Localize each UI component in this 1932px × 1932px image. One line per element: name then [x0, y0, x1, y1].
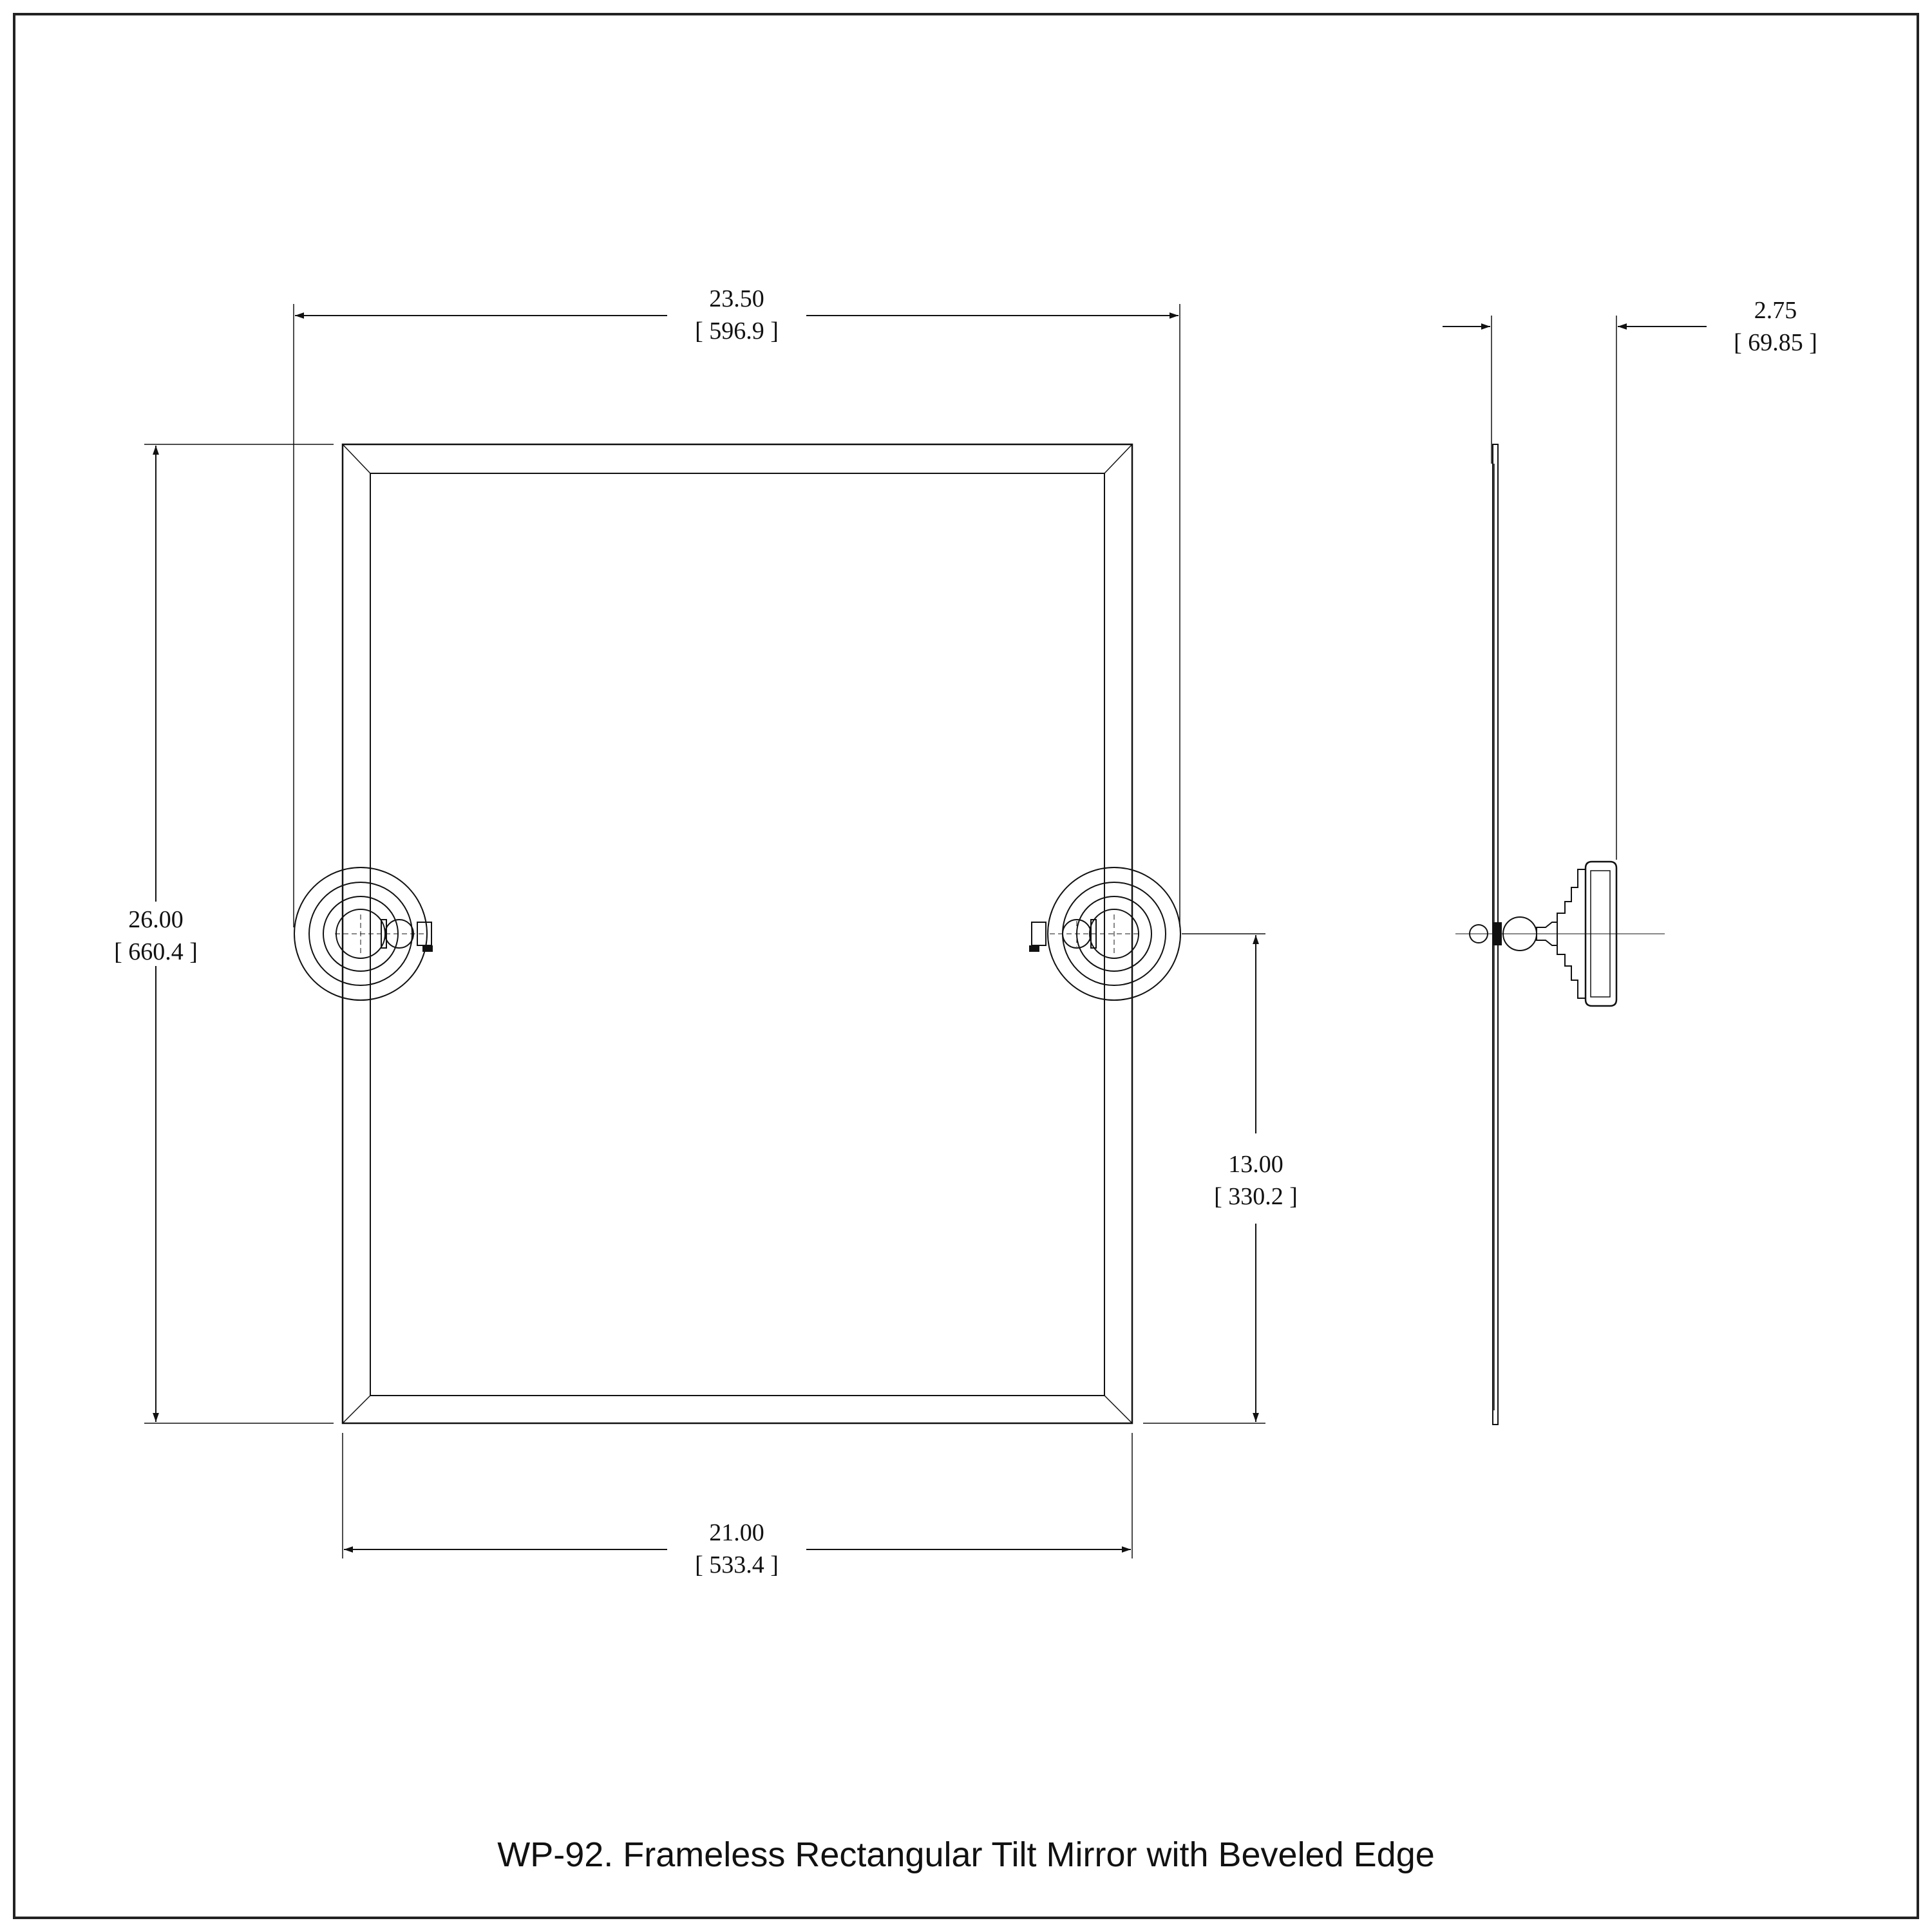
- dim-mirror-width: 21.00 [ 533.4 ]: [342, 1433, 1133, 1578]
- svg-text:[ 660.4 ]: [ 660.4 ]: [114, 938, 198, 965]
- svg-text:[ 330.2 ]: [ 330.2 ]: [1214, 1183, 1298, 1210]
- left-mounting-bracket: [294, 867, 433, 1001]
- dim-mirror-width-mm: 533.4: [709, 1551, 764, 1578]
- bevel-corner-tr: [1104, 444, 1133, 474]
- dim-overall-height-in: 26.00: [128, 906, 184, 933]
- bevel-corner-br: [1104, 1395, 1133, 1424]
- bevel-corner-bl: [342, 1395, 371, 1424]
- svg-text:[ 69.85 ]: [ 69.85 ]: [1734, 329, 1817, 356]
- drawing-border: [13, 13, 1919, 1919]
- dim-projection-mm: 69.85: [1748, 329, 1803, 356]
- mirror-bevel-inner-edge: [370, 473, 1105, 1396]
- mirror-outer-edge: [341, 443, 1133, 1425]
- mirror-front-view: [341, 443, 1133, 1425]
- right-mounting-bracket: [1029, 867, 1181, 1001]
- dim-overall-width-mm: 596.9: [709, 317, 764, 345]
- dim-overall-height: 26.00 [ 660.4 ]: [114, 444, 334, 1424]
- dim-overall-width: 23.50 [ 596.9 ]: [293, 285, 1180, 927]
- dim-pivot-height-mm: 330.2: [1228, 1183, 1283, 1210]
- svg-text:[ 596.9 ]: [ 596.9 ]: [695, 317, 779, 345]
- drawing-title: WP-92. Frameless Rectangular Tilt Mirror…: [497, 1835, 1435, 1874]
- dim-overall-height-mm: 660.4: [128, 938, 184, 965]
- dim-pivot-height-in: 13.00: [1228, 1151, 1283, 1178]
- dim-projection-in: 2.75: [1754, 297, 1797, 324]
- dim-projection: 2.75 [ 69.85 ]: [1443, 297, 1817, 860]
- svg-text:[ 533.4 ]: [ 533.4 ]: [695, 1551, 779, 1578]
- dim-overall-width-in: 23.50: [709, 285, 764, 312]
- dim-mirror-width-in: 21.00: [709, 1519, 764, 1546]
- mirror-side-view: [1455, 444, 1665, 1425]
- dim-pivot-height: 13.00 [ 330.2 ]: [1143, 933, 1298, 1424]
- bevel-corner-tl: [342, 444, 371, 474]
